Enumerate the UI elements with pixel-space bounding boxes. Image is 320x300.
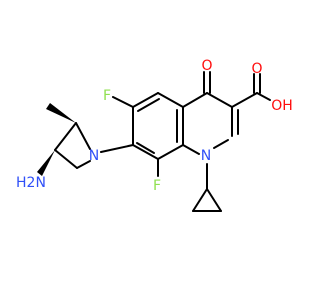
fluorine-top-label: F: [103, 88, 111, 104]
f-top-bond: [112, 96, 134, 108]
keto-oxygen-label: O: [201, 58, 212, 74]
molecule-structure: O O OH F F N N H2N: [16, 58, 293, 212]
cyclopropyl-bonds: [192, 163, 222, 212]
quinoline-nitrogen-label: N: [201, 148, 211, 164]
acid-oxygen-label: O: [251, 61, 262, 77]
amine-wedge-bond: [37, 150, 55, 176]
amine-label: H2N: [16, 175, 46, 191]
azetidine-attachment-bond: [100, 144, 134, 153]
keto-bond: [203, 71, 211, 94]
carboxylic-acid-bonds: [231, 73, 271, 108]
azetidine-ring-bonds: [54, 122, 91, 169]
azetidine-nitrogen-label: N: [89, 148, 99, 164]
hydroxyl-label: OH: [271, 98, 293, 114]
fluorine-bottom-label: F: [153, 178, 161, 194]
benzene-ring-bonds: [132, 92, 184, 160]
pyridone-ring-bonds: [182, 92, 239, 155]
methyl-wedge-bond: [46, 103, 76, 123]
